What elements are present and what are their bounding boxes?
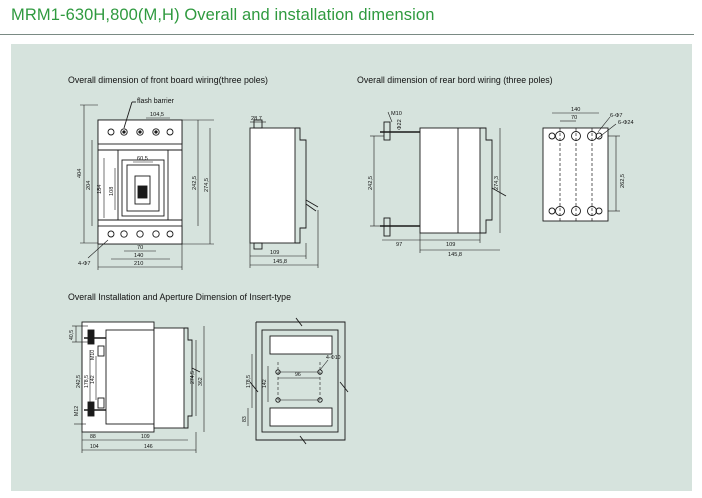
- caption-insert-type: Overall Installation and Aperture Dimens…: [68, 292, 291, 302]
- dim-rear-face-pitch: 70: [571, 115, 577, 121]
- dim-right-height-a: 242,5: [192, 176, 198, 190]
- dim-rear-height: 242,5: [368, 176, 374, 190]
- dim-side-depth-b: 145,8: [273, 259, 287, 265]
- dim-rear-face-width: 140: [571, 107, 580, 113]
- dim-aperture-height-b: 142: [262, 379, 268, 388]
- flash-barrier-label: flash barrier: [137, 98, 175, 105]
- dim-insert-base-d: 146: [144, 444, 153, 450]
- dim-rear-depth-b: 145,8: [448, 252, 462, 258]
- dim-insert-height-b: 178,5: [84, 375, 90, 388]
- dim-side-top-offset: 28,7: [251, 116, 262, 122]
- dim-aperture-height-a: 178,5: [246, 375, 252, 388]
- dim-top-pitch: 104,5: [150, 112, 164, 118]
- dim-rear-face-hole-b: 6-Φ24: [618, 120, 634, 126]
- dim-insert-height-e: 362: [198, 377, 204, 386]
- dim-aperture-holes: 4-Φ10: [326, 355, 341, 361]
- dim-insert-top-gap: 40,5: [69, 330, 75, 340]
- dim-insert-bolt-a: M10: [90, 350, 96, 360]
- dim-bottom-pitch: 70: [137, 245, 143, 251]
- dim-insert-height-c: 142: [90, 375, 96, 384]
- dim-handle-height: 108: [109, 187, 115, 196]
- dim-insert-bolt-b: M12: [74, 406, 80, 416]
- dim-rear-face-height: 262,5: [620, 174, 626, 188]
- dim-holes: 4-Φ7: [78, 261, 91, 267]
- dim-side-depth-a: 109: [270, 250, 279, 256]
- dim-right-height-b: 274,5: [204, 178, 210, 192]
- dim-aperture-bottom: 83: [242, 416, 248, 422]
- caption-front-wiring: Overall dimension of front board wiring(…: [68, 75, 268, 85]
- dim-handle-width: 60,5: [137, 156, 148, 162]
- page-title: MRM1-630H,800(M,H) Overall and installat…: [11, 6, 435, 24]
- dim-rear-bolt: M10: [391, 111, 402, 117]
- dim-inner-height: 204: [86, 181, 92, 190]
- dim-insert-base-b: 109: [141, 434, 150, 440]
- caption-rear-wiring: Overall dimension of rear bord wiring (t…: [357, 75, 553, 85]
- dim-rear-bolt-dia: Φ22: [397, 119, 403, 130]
- dim-overall-height: 404: [77, 169, 83, 178]
- dim-rear-base: 97: [396, 242, 402, 248]
- dim-bottom-width-a: 140: [134, 253, 143, 259]
- dim-rear-height-b: 274,3: [494, 176, 500, 190]
- dim-rear-depth-a: 109: [446, 242, 455, 248]
- dim-window-height: 184: [97, 185, 103, 194]
- dim-aperture-pitch: 96: [295, 372, 301, 378]
- dim-rear-face-hole-a: 6-Φ7: [610, 113, 623, 119]
- dim-insert-base-c: 104: [90, 444, 99, 450]
- dim-insert-base-a: 88: [90, 434, 96, 440]
- dim-bottom-width-b: 210: [134, 261, 143, 267]
- dim-insert-height-a: 242,5: [76, 375, 82, 388]
- dim-insert-height-d: 274,5: [190, 371, 196, 384]
- title-divider: [0, 34, 694, 35]
